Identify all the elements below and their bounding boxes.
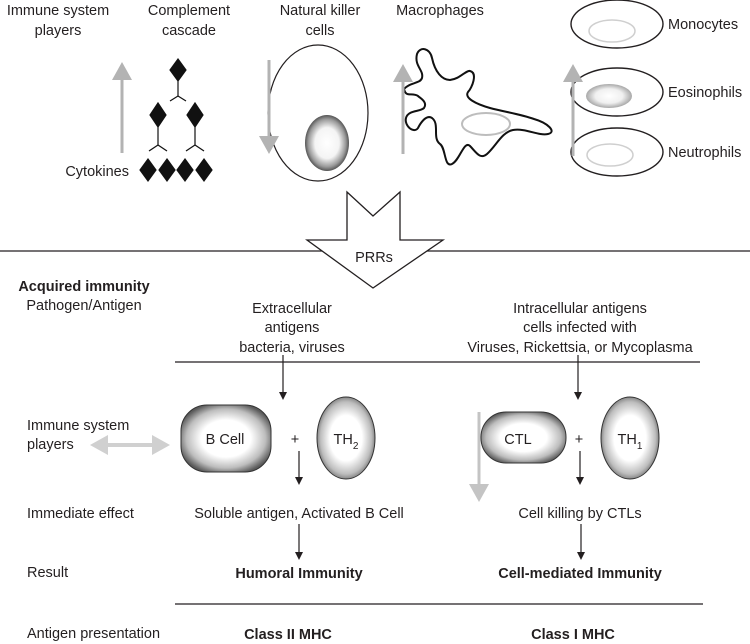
innate-players-label-line2: players bbox=[35, 23, 82, 39]
b-cell-label: B Cell bbox=[206, 432, 245, 448]
humoral-mhc: Class II MHC bbox=[244, 627, 332, 643]
th1-label: TH1 bbox=[618, 432, 643, 452]
cytokines-up-arrow bbox=[112, 62, 132, 153]
prr-label: PRRs bbox=[355, 250, 393, 266]
humoral-plus: + bbox=[291, 432, 299, 448]
nk-down-arrow bbox=[259, 60, 279, 154]
extracellular-line2: antigens bbox=[265, 320, 320, 336]
cellular-effect: Cell killing by CTLs bbox=[518, 506, 641, 522]
cytokines-label: Cytokines bbox=[65, 164, 129, 180]
extracellular-line3: bacteria, viruses bbox=[239, 340, 345, 356]
th2-label-main: TH bbox=[334, 432, 353, 448]
th1-label-main: TH bbox=[618, 432, 637, 448]
th2-label: TH2 bbox=[334, 432, 359, 452]
cellular-mhc: Class I MHC bbox=[531, 627, 615, 643]
intracellular-line1: Intracellular antigens bbox=[513, 301, 647, 317]
nk-cell-icon bbox=[267, 44, 369, 182]
acquired-players-label-line2: players bbox=[27, 437, 74, 453]
ctl-label: CTL bbox=[504, 432, 531, 448]
neutrophils-label: Neutrophils bbox=[668, 145, 741, 161]
ctl-down-arrow bbox=[469, 412, 489, 502]
nk-label-line1: Natural killer bbox=[280, 3, 361, 19]
complement-cascade-icon bbox=[139, 57, 213, 183]
acquired-title: Acquired immunity bbox=[18, 279, 149, 295]
monocyte-icon bbox=[570, 0, 664, 49]
monocytes-label: Monocytes bbox=[668, 17, 738, 33]
result-label: Result bbox=[27, 565, 68, 581]
humoral-result: Humoral Immunity bbox=[235, 566, 362, 582]
b-cell-icon bbox=[180, 404, 272, 473]
antigen-presentation-label: Antigen presentation bbox=[27, 626, 160, 642]
innate-players-label-line1: Immune system bbox=[7, 3, 109, 19]
cellular-result: Cell-mediated Immunity bbox=[498, 566, 662, 582]
acquired-subtitle: Pathogen/Antigen bbox=[26, 298, 141, 314]
th1-cell-icon bbox=[600, 396, 660, 480]
th1-label-sub: 1 bbox=[637, 441, 643, 452]
prr-arrow bbox=[305, 190, 446, 289]
intracellular-line2: cells infected with bbox=[523, 320, 637, 336]
complement-label-line1: Complement bbox=[148, 3, 230, 19]
neutrophil-icon bbox=[570, 127, 664, 177]
extracellular-line1: Extracellular bbox=[252, 301, 332, 317]
th2-cell-icon bbox=[316, 396, 376, 480]
eosinophil-icon bbox=[570, 67, 664, 117]
acquired-players-label-line1: Immune system bbox=[27, 418, 129, 434]
granulocyte-up-arrow bbox=[563, 64, 583, 156]
nk-label-line2: cells bbox=[305, 23, 334, 39]
ctl-cell-icon bbox=[480, 411, 567, 464]
bidirectional-arrow bbox=[90, 435, 170, 455]
complement-label-line2: cascade bbox=[162, 23, 216, 39]
humoral-effect: Soluble antigen, Activated B Cell bbox=[194, 506, 404, 522]
cellular-plus: + bbox=[575, 432, 583, 448]
macrophage-up-arrow bbox=[393, 64, 413, 154]
macrophage-icon bbox=[402, 48, 553, 166]
intracellular-line3: Viruses, Rickettsia, or Mycoplasma bbox=[467, 340, 693, 356]
eosinophils-label: Eosinophils bbox=[668, 85, 742, 101]
immediate-effect-label: Immediate effect bbox=[27, 506, 134, 522]
th2-label-sub: 2 bbox=[353, 441, 359, 452]
macrophages-label: Macrophages bbox=[396, 3, 484, 19]
